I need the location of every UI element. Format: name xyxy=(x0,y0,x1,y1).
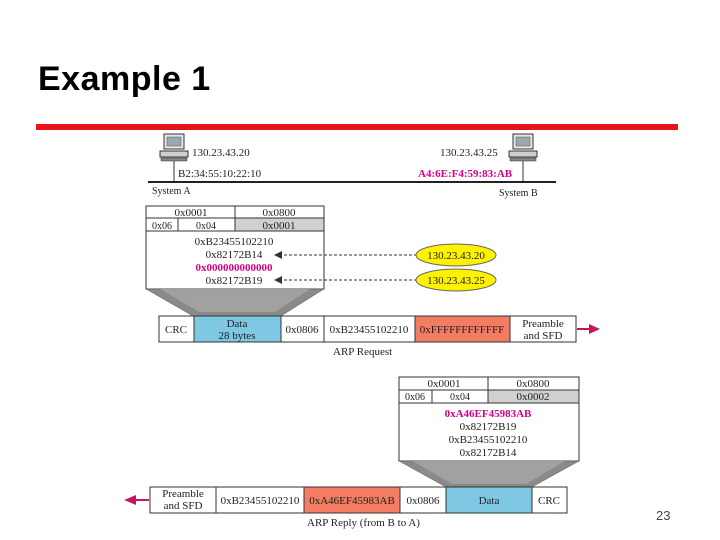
host-a-mac: B2:34:55:10:22:10 xyxy=(178,168,262,180)
reply-hw-type: 0x0001 xyxy=(428,378,461,390)
request-proto-type: 0x0800 xyxy=(263,207,297,219)
reply-preamble-1: Preamble xyxy=(162,488,204,500)
host-b-mac: A4:6E:F4:59:83:AB xyxy=(418,168,513,180)
request-frame xyxy=(158,315,577,343)
ip-bubble-sender-text: 130.23.43.20 xyxy=(427,250,485,262)
request-operation: 0x0001 xyxy=(263,220,296,232)
ip-bubble-sender xyxy=(415,243,497,267)
page-number: 23 xyxy=(656,508,671,523)
reply-proto-len: 0x04 xyxy=(450,392,470,403)
reply-data: Data xyxy=(479,495,500,507)
computer-icon-b xyxy=(508,133,538,162)
request-preamble-2: and SFD xyxy=(524,330,563,342)
reply-type: 0x0806 xyxy=(407,495,441,507)
slide-title: Example 1 xyxy=(38,60,211,98)
host-b-label: System B xyxy=(499,188,538,199)
request-data-size: 28 bytes xyxy=(219,330,256,342)
request-packet xyxy=(145,205,325,290)
reply-src-mac: 0xA46EF45983AB xyxy=(309,495,395,507)
request-sender-ip: 0x82172B14 xyxy=(206,249,263,261)
host-a-label: System A xyxy=(152,186,191,197)
request-src-mac: 0xB23455102210 xyxy=(330,324,409,336)
request-preamble-1: Preamble xyxy=(522,318,564,330)
reply-sender-ip: 0x82172B19 xyxy=(460,421,517,433)
reply-sender-mac: 0xA46EF45983AB xyxy=(445,408,532,420)
reply-caption: ARP Reply (from B to A) xyxy=(307,517,420,529)
ip-bubble-target-text: 130.23.43.25 xyxy=(427,275,485,287)
request-type: 0x0806 xyxy=(286,324,320,336)
host-a-ip: 130.23.43.20 xyxy=(192,147,250,159)
reply-preamble-2: and SFD xyxy=(164,500,203,512)
right-arrow-icon xyxy=(577,324,600,334)
request-hw-type: 0x0001 xyxy=(175,207,208,219)
request-caption: ARP Request xyxy=(333,346,392,358)
reply-funnel-shade xyxy=(413,461,565,484)
reply-target-ip: 0x82172B14 xyxy=(460,447,517,459)
reply-hw-len: 0x06 xyxy=(405,392,425,403)
reply-operation: 0x0002 xyxy=(517,391,550,403)
request-hw-len: 0x06 xyxy=(152,221,172,232)
reply-proto-type: 0x0800 xyxy=(517,378,551,390)
reply-dst-mac: 0xB23455102210 xyxy=(221,495,300,507)
request-data-label: Data xyxy=(227,318,248,330)
request-funnel-shade xyxy=(160,289,310,312)
request-sender-mac: 0xB23455102210 xyxy=(195,236,274,248)
request-proto-len: 0x04 xyxy=(196,221,216,232)
host-b-ip: 130.23.43.25 xyxy=(440,147,498,159)
title-rule xyxy=(36,124,678,130)
reply-target-mac: 0xB23455102210 xyxy=(449,434,528,446)
reply-packet xyxy=(398,376,580,462)
ip-bubble-target xyxy=(415,268,497,292)
reply-crc: CRC xyxy=(538,495,560,507)
left-arrow-icon xyxy=(124,495,149,505)
request-dst-mac: 0xFFFFFFFFFFFF xyxy=(420,324,504,336)
request-target-mac: 0x000000000000 xyxy=(196,262,274,274)
request-target-ip: 0x82172B19 xyxy=(206,275,263,287)
request-crc: CRC xyxy=(165,324,187,336)
reply-frame xyxy=(149,486,568,514)
computer-icon-a xyxy=(159,133,189,162)
